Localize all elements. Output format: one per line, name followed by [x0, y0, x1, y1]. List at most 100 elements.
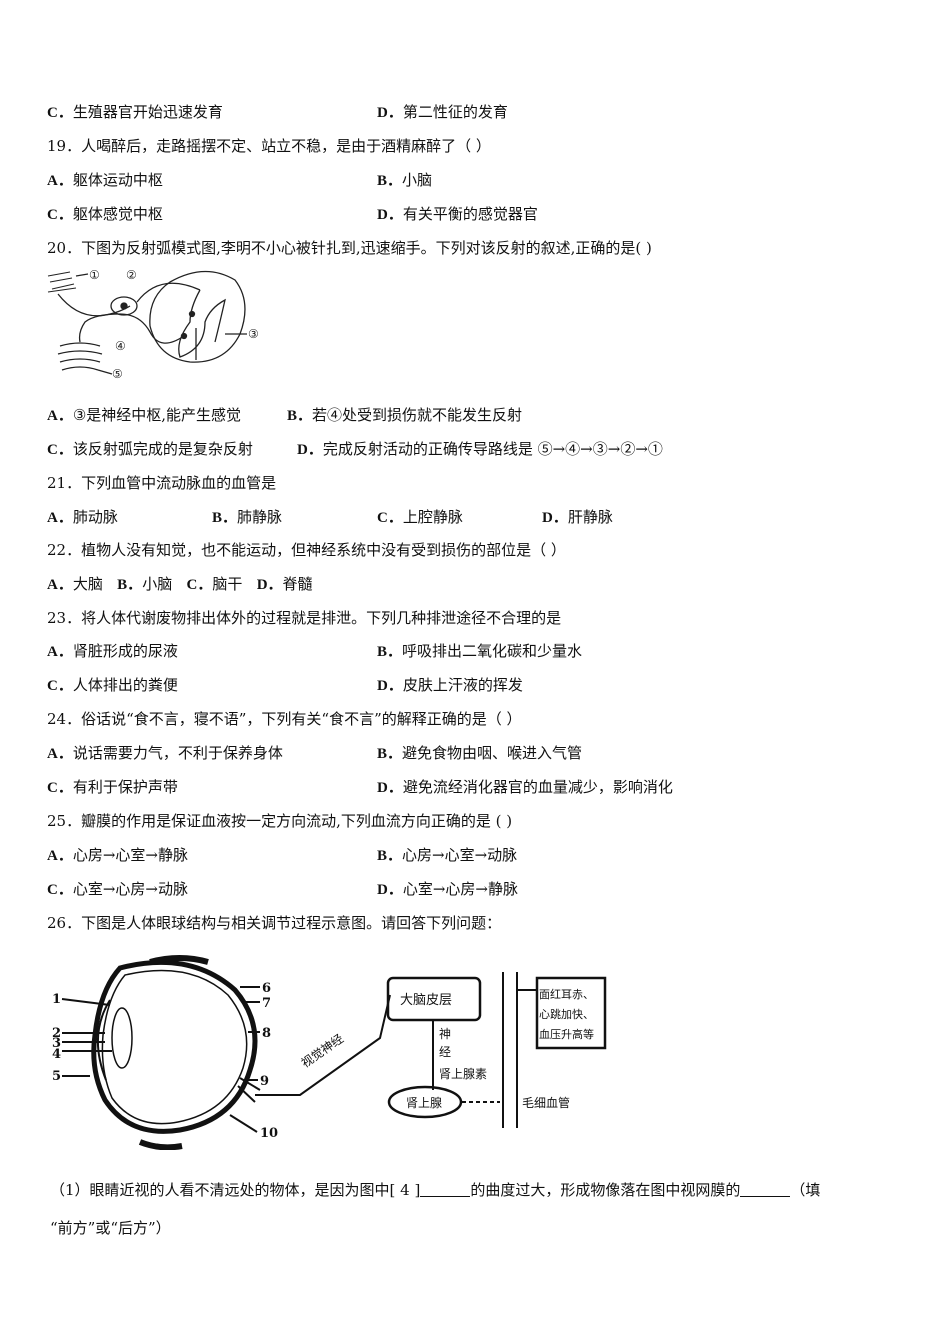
q19-stem: 19．人喝醉后，走路摇摆不定、站立不稳，是由于酒精麻醉了（ ） [47, 137, 491, 155]
eye-label-9: 9 [260, 1074, 269, 1089]
option-text: 心室→心房→静脉 [402, 880, 518, 898]
option-letter: B． [377, 848, 403, 864]
q24-option-b: B．避免食物由咽、喉进入气管 [377, 743, 582, 764]
q19-option-c: C．躯体感觉中枢 [47, 204, 163, 225]
q22-stem: 22．植物人没有知觉，也不能运动，但神经系统中没有受到损伤的部位是（ ） [47, 541, 566, 559]
option-text: 说话需要力气，不利于保养身体 [72, 744, 283, 762]
q25-option-d: D．心室→心房→静脉 [377, 879, 518, 900]
option-text: 生殖器官开始迅速发育 [72, 103, 223, 121]
option-letter: C． [377, 510, 403, 526]
eye-label-10: 10 [260, 1126, 278, 1141]
eye-label-7: 7 [262, 996, 271, 1011]
option-letter: B． [287, 408, 313, 424]
option-letter: B． [117, 577, 143, 593]
option-letter: A． [47, 510, 73, 526]
q19-option-d: D．有关平衡的感觉器官 [377, 204, 538, 225]
option-letter: A． [47, 577, 73, 593]
option-text: 肺动脉 [72, 508, 118, 526]
capillary-label: 毛细血管 [522, 1095, 570, 1110]
effect-line-3: 血压升高等 [539, 1027, 594, 1041]
option-text: 皮肤上汗液的挥发 [402, 676, 523, 694]
q19-option-a: A．躯体运动中枢 [47, 170, 163, 191]
option-letter: B． [212, 510, 238, 526]
q21-option-a: A．肺动脉 [47, 507, 118, 528]
q24-option-d: D．避免流经消化器官的血量减少，影响消化 [377, 777, 673, 798]
option-text: 完成反射活动的正确传导路线是 ⑤→④→③→②→① [322, 440, 663, 458]
q21-option-d: D．肝静脉 [542, 507, 613, 528]
option-letter: A． [47, 644, 73, 660]
q23-option-c: C．人体排出的粪便 [47, 675, 178, 696]
option-text: 心室→心房→动脉 [72, 880, 188, 898]
option-text: 第二性征的发育 [402, 103, 508, 121]
option-text: 小脑 [142, 575, 173, 593]
effect-line-2: 心跳加快、 [539, 1007, 594, 1021]
eye-regulation-diagram: 1 2 3 4 5 6 7 8 9 10 视觉神经 大脑皮层 神 经 肾上腺素 … [52, 955, 607, 1150]
option-letter: B． [377, 173, 403, 189]
optic-nerve-label: 视觉神经 [298, 1031, 346, 1071]
q23-option-a: A．肾脏形成的尿液 [47, 641, 178, 662]
option-text: ③是神经中枢,能产生感觉 [72, 406, 242, 424]
sub1-text: （填 [790, 1181, 821, 1199]
option-text: 躯体感觉中枢 [72, 205, 163, 223]
option-text: 避免食物由咽、喉进入气管 [402, 744, 583, 762]
q21-stem: 21．下列血管中流动脉血的血管是 [47, 474, 277, 492]
reflex-arc-diagram: ① ② ③ ④ ⑤ [47, 268, 259, 381]
option-text: 肾脏形成的尿液 [72, 642, 178, 660]
answer-blank-1[interactable] [420, 1182, 471, 1197]
option-letter: A． [47, 848, 73, 864]
option-text: 肺静脉 [237, 508, 283, 526]
q23-option-d: D．皮肤上汗液的挥发 [377, 675, 523, 696]
option-letter: D． [377, 105, 403, 121]
option-text: 有关平衡的感觉器官 [402, 205, 538, 223]
sub1-text: （1）眼睛近视的人看不清远处的物体，是因为图中[ 4 ] [50, 1181, 421, 1199]
q24-option-a: A．说话需要力气，不利于保养身体 [47, 743, 283, 764]
option-letter: C． [186, 577, 213, 593]
option-letter: D． [377, 207, 403, 223]
label-5: ⑤ [112, 367, 123, 381]
q22-options: A．大脑 B．小脑 C．脑干 D．脊髓 [47, 574, 313, 595]
q19-option-b: B．小脑 [377, 170, 432, 191]
label-4: ④ [115, 339, 126, 353]
option-letter: D． [377, 678, 403, 694]
option-letter: C． [47, 207, 73, 223]
option-text: 人体排出的粪便 [72, 676, 178, 694]
option-text: 呼吸排出二氧化碳和少量水 [402, 642, 583, 660]
q23-option-b: B．呼吸排出二氧化碳和少量水 [377, 641, 582, 662]
label-3: ③ [248, 327, 259, 341]
option-text: 心房→心室→动脉 [402, 846, 518, 864]
option-text: 脊髓 [282, 575, 313, 593]
nerve-label-2: 经 [439, 1045, 451, 1059]
option-text: 大脑 [72, 575, 103, 593]
answer-blank-2[interactable] [740, 1182, 791, 1197]
option-text: 避免流经消化器官的血量减少，影响消化 [402, 778, 673, 796]
q18-option-c: C．生殖器官开始迅速发育 [47, 102, 223, 123]
eye-label-2: 2 [52, 1026, 61, 1041]
q25-option-a: A．心房→心室→静脉 [47, 845, 188, 866]
eye-label-5: 5 [52, 1069, 61, 1084]
option-letter: B． [377, 644, 403, 660]
option-letter: C． [47, 442, 73, 458]
option-letter: B． [377, 746, 403, 762]
option-letter: D． [542, 510, 568, 526]
hormone-label: 肾上腺素 [439, 1067, 487, 1081]
option-letter: D． [377, 780, 403, 796]
option-text: 该反射弧完成的是复杂反射 [72, 440, 253, 458]
sub1-text: 的曲度过大，形成物像落在图中视网膜的 [470, 1181, 741, 1199]
q20-stem: 20．下图为反射弧模式图,李明不小心被针扎到,迅速缩手。下列对该反射的叙述,正确… [47, 239, 652, 257]
option-text: 躯体运动中枢 [72, 171, 163, 189]
cortex-label: 大脑皮层 [400, 993, 452, 1008]
q24-stem: 24．俗话说“食不言，寝不语”，下列有关“食不言”的解释正确的是（ ） [47, 710, 522, 728]
option-text: 脑干 [212, 575, 243, 593]
q21-option-c: C．上腔静脉 [377, 507, 463, 528]
eye-label-1: 1 [52, 992, 61, 1007]
nerve-label-1: 神 [439, 1027, 451, 1041]
option-letter: A． [47, 408, 73, 424]
option-letter: D． [377, 882, 403, 898]
eye-label-3: 3 [52, 1036, 61, 1051]
q25-option-b: B．心房→心室→动脉 [377, 845, 517, 866]
eye-label-6: 6 [262, 981, 271, 996]
option-letter: D． [297, 442, 323, 458]
gland-label: 肾上腺 [406, 1096, 442, 1110]
q20-option-a: A．③是神经中枢,能产生感觉 [47, 405, 241, 426]
option-letter: C． [47, 780, 73, 796]
